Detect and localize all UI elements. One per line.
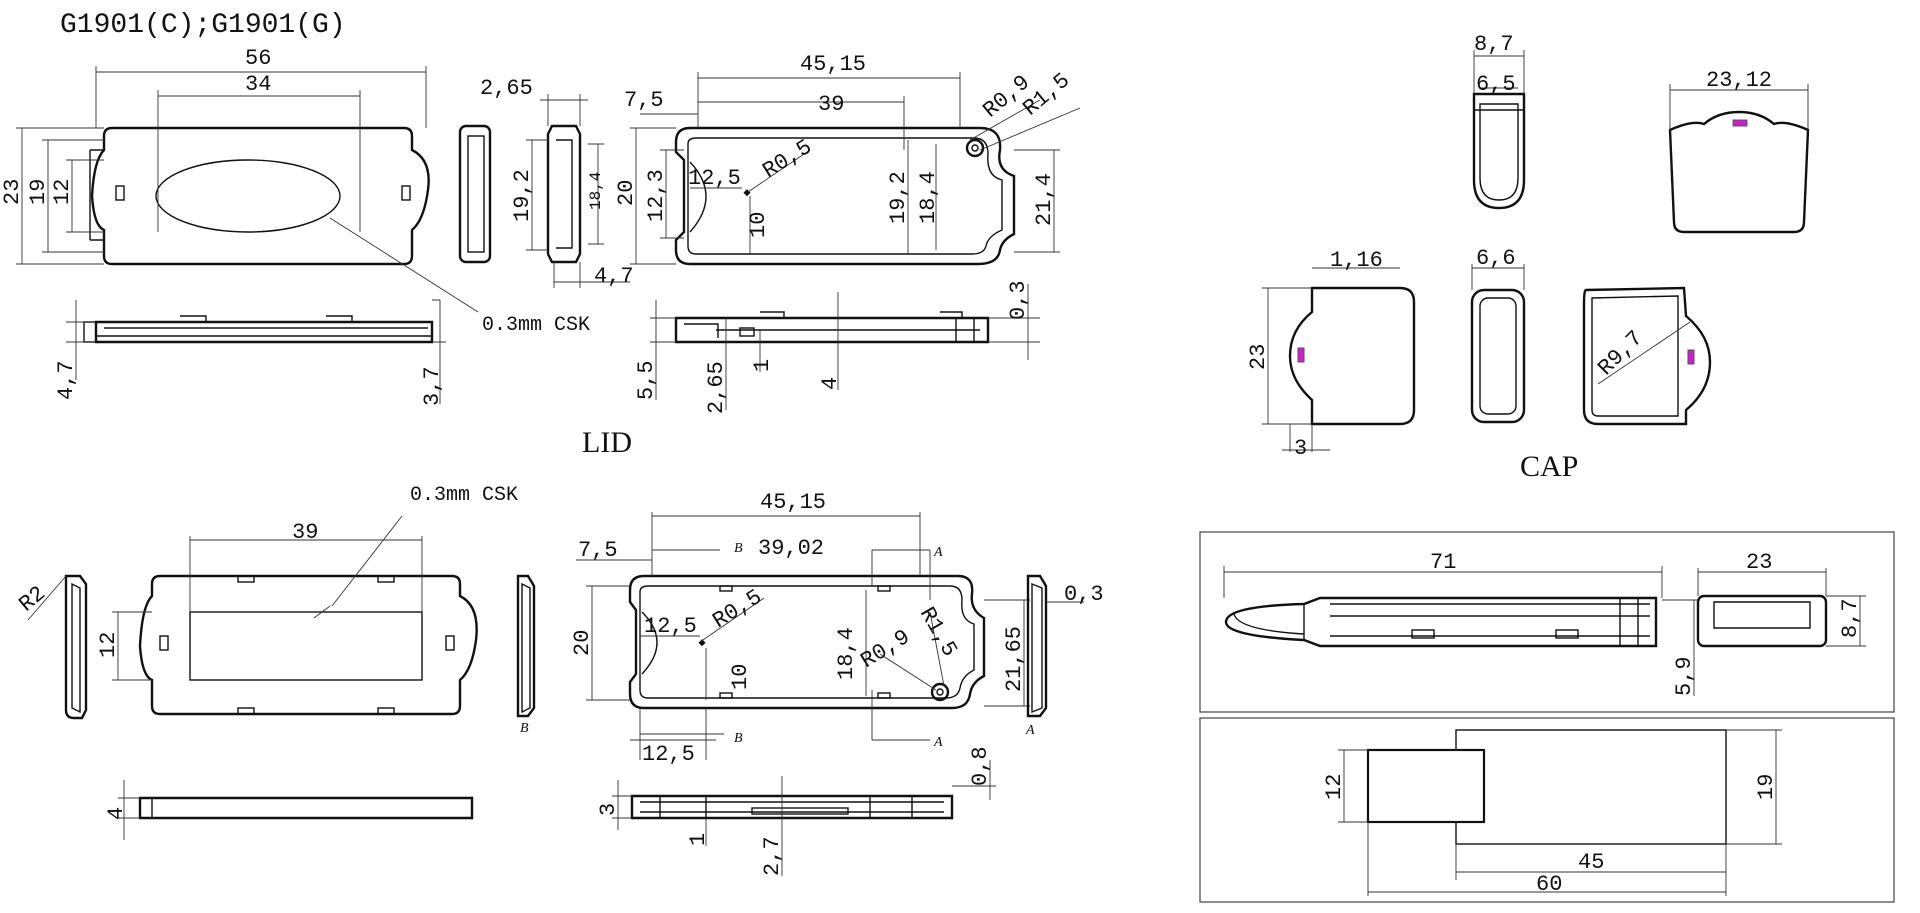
assembly-dim-12: 12 bbox=[1322, 774, 1347, 800]
lid-end-section-views: 2,65 19,2 18,4 4,7 bbox=[458, 76, 634, 289]
assembly-plan-view: 12 19 45 60 bbox=[1322, 729, 1782, 897]
lid-dim-2-65: 2,65 bbox=[480, 76, 533, 101]
lid-inner-dim-21-4: 21,4 bbox=[1032, 173, 1057, 226]
cap-dim-1-16: 1,16 bbox=[1330, 248, 1383, 273]
lid-side-dim-3-7: 3,7 bbox=[420, 366, 445, 406]
base-end-dim-0-3: 0,3 bbox=[1064, 582, 1104, 607]
lid-dim-23: 23 bbox=[0, 179, 25, 205]
cap-dim-3: 3 bbox=[1294, 436, 1307, 461]
cap-r9-7: R9,7 bbox=[1593, 326, 1648, 381]
lid-side-dim-5-5: 5,5 bbox=[634, 360, 659, 400]
base-side-dim-4: 4 bbox=[104, 807, 129, 820]
cap-dim-6-5: 6,5 bbox=[1476, 72, 1516, 97]
base-csk-note: 0.3mm CSK bbox=[410, 484, 518, 507]
lid-inner-dim-10: 10 bbox=[746, 212, 771, 238]
assembly-dim-71: 71 bbox=[1430, 550, 1456, 575]
base-section-mark-a: A bbox=[1025, 723, 1035, 738]
cap-side-marker bbox=[1297, 347, 1305, 363]
lid-inner-dim-12-3: 12,3 bbox=[644, 169, 669, 222]
base-side-view-outer: 4 bbox=[104, 780, 474, 840]
assembly-side-view: 71 23 8,7 5,9 bbox=[1223, 550, 1866, 696]
lid-side-view-top: 4,7 3,7 bbox=[54, 299, 446, 406]
lid-csk-note: 0.3mm CSK bbox=[482, 314, 590, 337]
lid-dim-34: 34 bbox=[245, 72, 271, 97]
lid-inner-dim-12-5: 12,5 bbox=[688, 166, 741, 191]
lid-dim-19-2: 19,2 bbox=[510, 169, 535, 222]
cap-dim-23: 23 bbox=[1246, 344, 1271, 370]
lid-side-dim-0-3: 0,3 bbox=[1006, 280, 1031, 320]
assembly-dim-60: 60 bbox=[1536, 872, 1562, 897]
base-inner-plan-view: 45,15 7,5 B 39,02 A R0,5 20 12,5 10 18,4… bbox=[570, 490, 1030, 767]
lid-inner-plan-view: 45,15 7,5 39 R0,9 R1,5 R0,5 20 12,3 12,5… bbox=[614, 52, 1081, 266]
cap-front-view: 6,6 bbox=[1470, 246, 1526, 424]
cap-rear-view: R9,7 bbox=[1582, 286, 1712, 426]
base-inner-dim-21-65: 21,65 bbox=[1002, 626, 1027, 692]
lid-inner-r0-5: R0,5 bbox=[758, 135, 816, 184]
cap-top-view: 8,7 6,5 bbox=[1472, 32, 1526, 210]
assembly-dim-5-9: 5,9 bbox=[1672, 656, 1697, 696]
base-dim-39: 39 bbox=[292, 520, 318, 545]
base-dim-12: 12 bbox=[96, 632, 121, 658]
cap-end-view: 23,12 bbox=[1668, 68, 1810, 234]
lid-inner-dim-20: 20 bbox=[614, 180, 639, 206]
base-section-mark-b: B bbox=[520, 721, 529, 736]
cap-section-label: CAP bbox=[1520, 450, 1578, 483]
base-inner-mark-a-top: A bbox=[933, 545, 943, 560]
assembly-dim-23: 23 bbox=[1746, 550, 1772, 575]
base-inner-dim-12-5-a: 12,5 bbox=[644, 614, 697, 639]
cap-rear-marker bbox=[1687, 349, 1695, 365]
lid-side-dim-4-7: 4,7 bbox=[54, 360, 79, 400]
base-inner-dim-20: 20 bbox=[570, 630, 595, 656]
base-end-section-b: B bbox=[516, 574, 536, 736]
lid-inner-dim-7-5: 7,5 bbox=[624, 88, 664, 113]
lid-side-dim-4: 4 bbox=[818, 377, 843, 390]
lid-dim-18-4: 18,4 bbox=[587, 172, 605, 210]
assembly-side-frame bbox=[1199, 531, 1895, 713]
assembly-dim-45: 45 bbox=[1578, 850, 1604, 875]
base-inner-dim-18-4: 18,4 bbox=[834, 627, 859, 680]
base-inner-mark-a-bottom: A bbox=[933, 735, 943, 750]
base-inner-dim-10: 10 bbox=[728, 664, 753, 690]
assembly-dim-19: 19 bbox=[1754, 774, 1779, 800]
lid-section-label: LID bbox=[582, 426, 632, 459]
base-inner-dim-39-02: 39,02 bbox=[758, 536, 824, 561]
lid-inner-dim-45-15: 45,15 bbox=[800, 52, 866, 77]
lid-dim-19: 19 bbox=[26, 179, 51, 205]
base-plan-view: R2 39 12 0.3mm CSK bbox=[14, 484, 518, 720]
base-inner-r0-5: R0,5 bbox=[708, 585, 766, 634]
lid-side-view-inner: 0,3 5,5 2,65 1 4 bbox=[634, 280, 1040, 414]
drawing-title: G1901(C);G1901(G) bbox=[60, 10, 346, 41]
base-side-dim-0-8: 0,8 bbox=[968, 746, 993, 786]
base-side-dim-3: 3 bbox=[596, 803, 621, 816]
lid-inner-dim-18-4: 18,4 bbox=[916, 171, 941, 224]
base-side-dim-2-7: 2,7 bbox=[760, 836, 785, 876]
assembly-plan-frame bbox=[1199, 717, 1895, 903]
lid-dim-4-7: 4,7 bbox=[594, 264, 634, 289]
base-inner-r1-5: R1,5 bbox=[914, 603, 962, 661]
base-inner-mark-b-bottom: B bbox=[734, 731, 743, 746]
base-inner-dim-12-5-b: 12,5 bbox=[642, 742, 695, 767]
base-side-dim-1: 1 bbox=[686, 833, 711, 846]
cap-dim-8-7: 8,7 bbox=[1474, 32, 1514, 57]
cap-end-marker bbox=[1732, 119, 1748, 127]
lid-dim-56: 56 bbox=[245, 46, 271, 71]
assembly-dim-8-7: 8,7 bbox=[1838, 598, 1863, 638]
base-end-section-a: 0,3 A bbox=[1025, 574, 1104, 738]
base-side-view-inner: 0,8 3 1 2,7 bbox=[596, 746, 996, 876]
lid-dim-12: 12 bbox=[50, 179, 75, 205]
cap-dim-6-6: 6,6 bbox=[1476, 246, 1516, 271]
base-inner-dim-45-15: 45,15 bbox=[760, 490, 826, 515]
lid-inner-dim-19-2: 19,2 bbox=[886, 171, 911, 224]
base-inner-mark-b-top: B bbox=[734, 541, 743, 556]
cap-side-view: 1,16 23 3 bbox=[1246, 248, 1416, 461]
base-r2: R2 bbox=[14, 581, 50, 617]
base-inner-r0-9: R0,9 bbox=[856, 625, 914, 674]
lid-top-plan-view: 56 34 23 19 12 0.3mm CSK bbox=[0, 46, 590, 337]
lid-side-dim-1: 1 bbox=[750, 359, 775, 372]
cap-dim-23-12: 23,12 bbox=[1706, 68, 1772, 93]
base-inner-dim-7-5: 7,5 bbox=[578, 538, 618, 563]
lid-side-dim-2-65: 2,65 bbox=[704, 361, 729, 414]
lid-inner-dim-39: 39 bbox=[818, 92, 844, 117]
